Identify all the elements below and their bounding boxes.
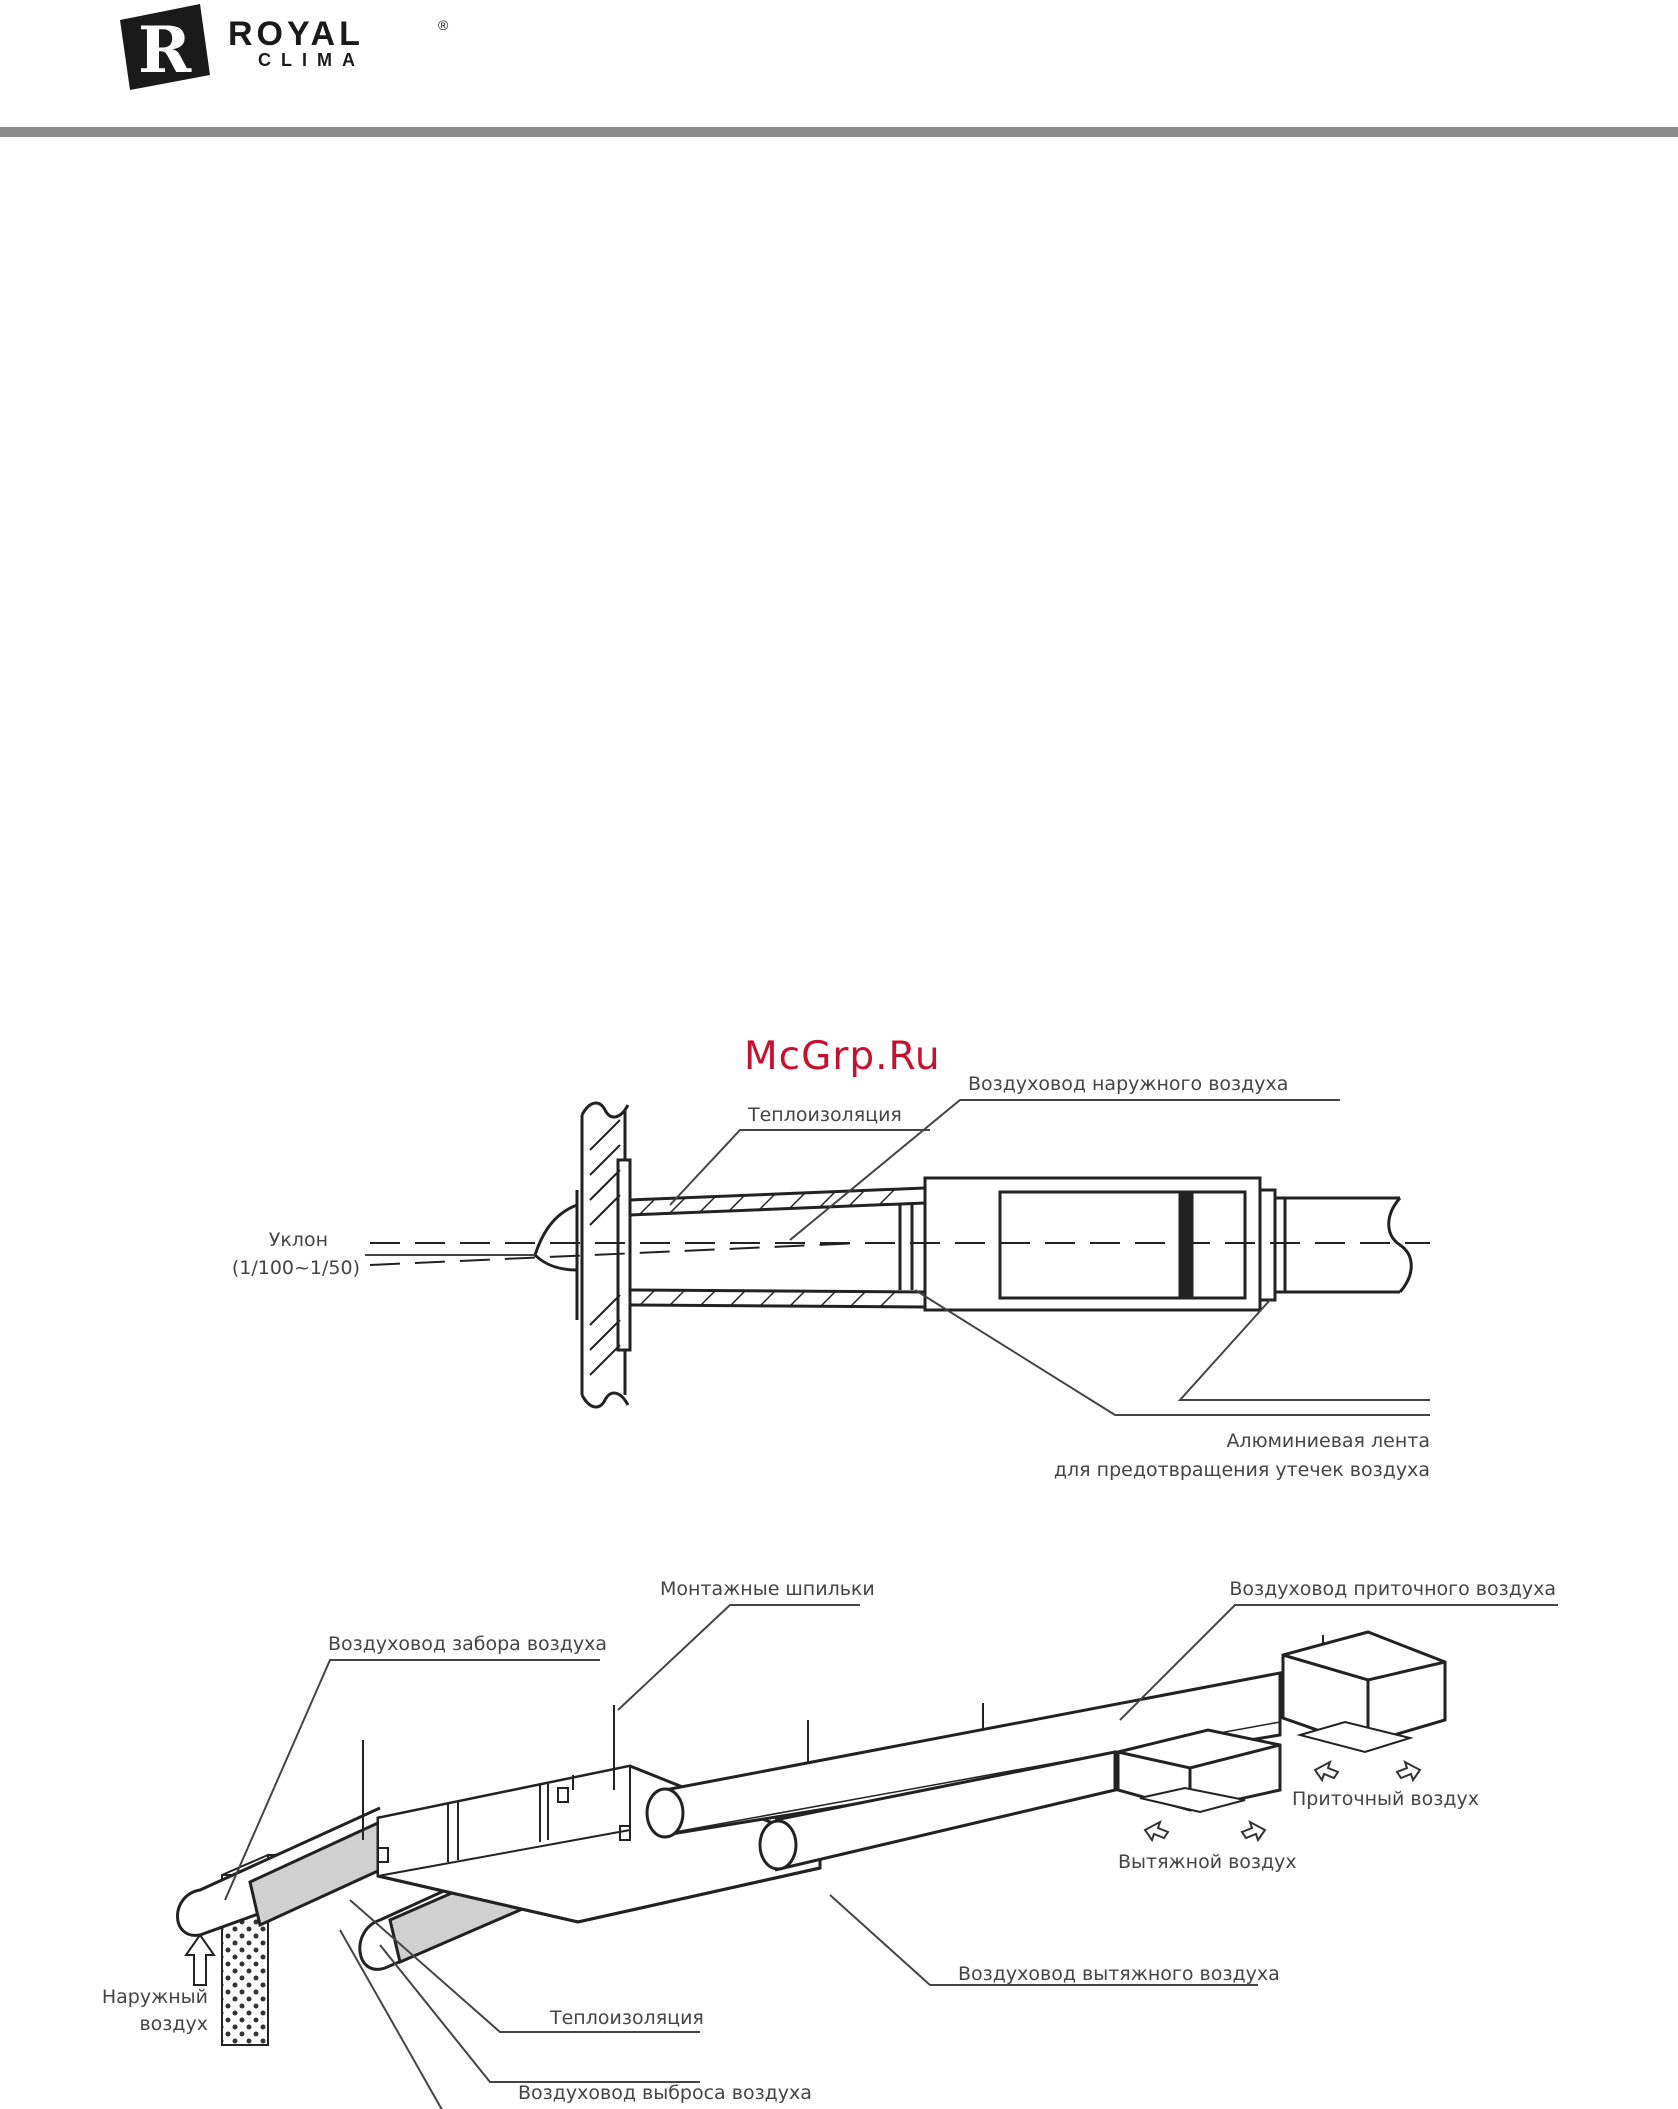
label-tape-2: для предотвращения утечек воздуха — [1053, 1459, 1430, 1481]
label-outdoor-air-2: воздух — [139, 2013, 208, 2035]
svg-text:®: ® — [438, 17, 449, 33]
watermark: McGrp.Ru — [744, 1034, 941, 1079]
header-divider — [0, 127, 1678, 137]
label-insulation-2: Теплоизоляция — [550, 2007, 704, 2029]
label-insulation-1: Теплоизоляция — [748, 1104, 902, 1126]
svg-text:ROYAL: ROYAL — [228, 15, 364, 53]
label-outdoor-duct: Воздуховод наружного воздуха — [968, 1073, 1289, 1095]
svg-text:CLIMA: CLIMA — [258, 50, 365, 70]
label-outdoor-air-1: Наружный — [101, 1986, 208, 2008]
label-exhaust-air: Вытяжной воздух — [1118, 1851, 1297, 1873]
label-discharge-duct: Воздуховод выброса воздуха — [518, 2082, 812, 2104]
svg-text:R: R — [138, 13, 192, 88]
label-exhaust-duct: Воздуховод вытяжного воздуха — [958, 1963, 1280, 1985]
label-supply-duct: Воздуховод приточного воздуха — [1229, 1578, 1556, 1600]
label-tape-1: Алюминиевая лента — [1226, 1430, 1430, 1452]
label-intake-duct: Воздуховод забора воздуха — [328, 1633, 608, 1655]
label-supply-air: Приточный воздух — [1292, 1788, 1479, 1810]
label-mounting-studs: Монтажные шпильки — [660, 1578, 875, 1600]
label-slope: Уклон — [268, 1229, 328, 1251]
label-slope-ratio: (1/100~1/50) — [231, 1257, 360, 1279]
wall-duct-diagram — [365, 1099, 1430, 1416]
royal-clima-logo: R ROYAL ® CLIMA — [120, 4, 449, 90]
